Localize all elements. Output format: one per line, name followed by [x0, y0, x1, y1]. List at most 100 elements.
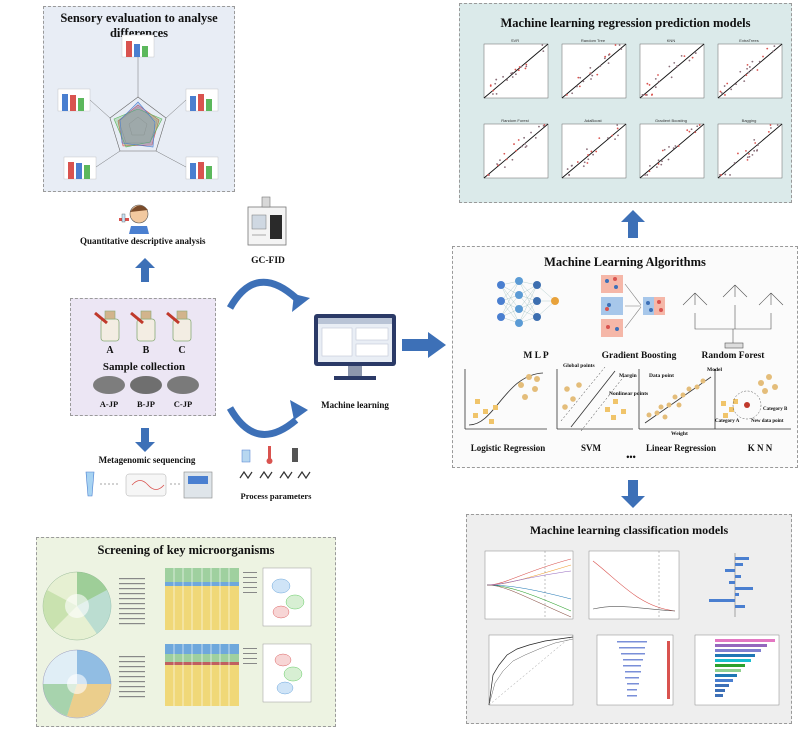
- algo-ellipsis: •••: [626, 452, 636, 462]
- computer-monitor-icon: [314, 314, 396, 380]
- algo-mlp-label: M L P: [523, 351, 549, 361]
- up-arrow-sensory: [135, 258, 155, 282]
- linreg-weight-label: Weight: [671, 431, 688, 437]
- algo-gradient-boosting-label: Gradient Boosting: [601, 351, 677, 361]
- knn-category-b-label: Category B: [763, 407, 788, 412]
- classification-title: Machine learning classification models: [529, 523, 729, 537]
- up-arrow-regression: [621, 210, 645, 238]
- bottle-label-A: A: [106, 345, 114, 356]
- regression-plot-title: Random Forest: [501, 118, 529, 123]
- regression-plot-svr: SVR: [483, 38, 549, 99]
- classification-panel: Machine learning classification models: [466, 514, 792, 724]
- sensory-panel: Sensory evaluation to analyse difference…: [43, 6, 235, 192]
- algo-random-forest-label: Random Forest: [701, 351, 765, 361]
- down-arrow-classification: [621, 480, 645, 508]
- algo-linear-regression-label: Linear Regression: [646, 443, 716, 453]
- down-arrow-metagenomic: [135, 428, 155, 452]
- bottle-label-C: C: [178, 345, 186, 356]
- sensory-radar-figure: [57, 34, 219, 180]
- bar-group-left: [57, 88, 91, 112]
- regression-panel: Machine learning regression prediction m…: [459, 3, 792, 203]
- koji-label-C: C-JP: [173, 399, 193, 409]
- regression-plot-bagging: Bagging: [717, 118, 783, 179]
- metagenomic-label: Metagenomic sequencing: [98, 455, 196, 465]
- screening-figure: [42, 567, 312, 719]
- random-forest-diagram: [682, 284, 784, 349]
- pca-bottom: [262, 643, 312, 703]
- regression-plot-random-tree: Random Tree: [561, 38, 627, 99]
- knn-plot: [714, 369, 791, 430]
- bottle-C: [166, 310, 192, 342]
- regression-plot-title: Bagging: [742, 118, 757, 123]
- linreg-model-label: Model: [707, 367, 722, 373]
- regression-plot-title: AdaBoost: [584, 118, 602, 123]
- koji-B-JP: [130, 376, 162, 394]
- bar-group-right: [185, 88, 219, 112]
- mlp-network: [497, 277, 559, 327]
- screening-panel: Screening of key microorganisms: [36, 537, 336, 727]
- sample-title: Sample collection: [102, 361, 186, 373]
- roc-curve-plot: [488, 634, 574, 706]
- tree-legend-lines: [119, 578, 145, 698]
- regression-plot-gradient-boosting: Gradient Boosting: [639, 118, 705, 179]
- curved-arrow-to-ml-top: [226, 278, 310, 312]
- right-arrow-to-algorithms: [402, 332, 446, 358]
- regression-plot-title: SVR: [511, 38, 519, 43]
- sequencing-workflow-icons: [85, 471, 213, 499]
- coefficient-bar-plot: [709, 553, 753, 617]
- bottle-B: [130, 310, 156, 342]
- koji-C-JP: [167, 376, 199, 394]
- shap-summary-plot: [596, 634, 674, 706]
- qda-label: Quantitative descriptive analysis: [80, 236, 206, 246]
- regression-plot-knn: KNN: [639, 38, 705, 99]
- koji-label-B: B-JP: [137, 399, 155, 409]
- radar-chart: [109, 96, 167, 152]
- sample-figure: [93, 310, 199, 394]
- svm-nonlinear-label: Nonlinear points: [609, 391, 649, 397]
- regression-plot-title: ExtraTrees: [739, 38, 758, 43]
- gcfid-label: GC-FID: [251, 256, 285, 266]
- koji-A-JP: [93, 376, 125, 394]
- regression-plot-title: KNN: [667, 38, 676, 43]
- process-parameters-label: Process parameters: [240, 491, 312, 501]
- regression-plot-title: Random Tree: [581, 38, 606, 43]
- machine-learning-label: Machine learning: [321, 400, 389, 410]
- knn-category-a-label: Category A: [715, 419, 740, 424]
- regression-plot-title: Gradient Boosting: [655, 118, 687, 123]
- gradient-boosting-diagram: [601, 275, 665, 337]
- circular-tree-top: [42, 571, 112, 641]
- feature-importance-plot: [694, 634, 780, 706]
- regression-plot-adaboost: AdaBoost: [561, 118, 627, 179]
- bottle-label-B: B: [142, 345, 150, 356]
- knn-new-point-label: New data point: [751, 419, 784, 424]
- regression-title: Machine learning regression prediction m…: [500, 16, 751, 30]
- regression-plot-extratrees: ExtraTrees: [717, 38, 783, 99]
- koji-label-A: A-JP: [99, 399, 119, 409]
- svm-plot: [556, 366, 633, 432]
- regression-plot-random-forest: Random Forest: [483, 118, 549, 179]
- logistic-regression-plot: [464, 369, 547, 430]
- person-smelling-icon: [119, 204, 149, 234]
- bar-group-top: [121, 34, 155, 58]
- bar-group-bottom-left: [63, 156, 97, 180]
- process-parameters-icons: [239, 446, 311, 480]
- lasso-coefficient-plot: [484, 550, 574, 620]
- stacked-bars-top: [165, 568, 239, 630]
- linear-regression-plot: [638, 369, 715, 430]
- sample-panel: A B C Sample collection A-JP B-JP C-JP: [70, 298, 216, 416]
- algorithms-panel: Machine Learning Algorithms: [452, 246, 798, 468]
- algo-svm-label: SVM: [581, 443, 601, 453]
- screening-title: Screening of key microorganisms: [97, 543, 275, 557]
- bottle-A: [94, 310, 120, 342]
- pca-top: [262, 567, 312, 627]
- algo-knn-label: K N N: [747, 443, 773, 453]
- algorithms-figure: [464, 275, 791, 432]
- stacked-bars-bottom: [165, 644, 239, 706]
- svm-global-points-label: Global points: [563, 363, 595, 369]
- classification-figure: [484, 550, 780, 706]
- circular-tree-bottom: [42, 649, 112, 719]
- svm-margin-label: Margin: [619, 373, 637, 379]
- lasso-cv-plot: [588, 550, 680, 620]
- algo-logistic-regression-label: Logistic Regression: [470, 443, 546, 453]
